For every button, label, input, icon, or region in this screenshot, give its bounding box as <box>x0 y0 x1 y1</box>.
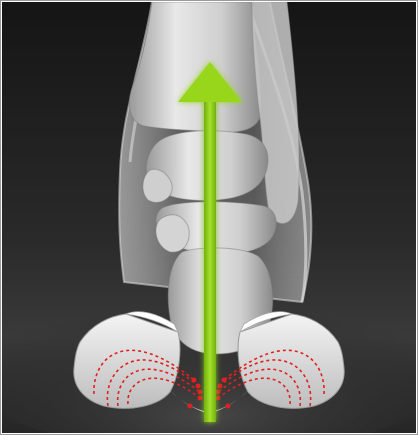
tibia-bone <box>129 2 261 132</box>
